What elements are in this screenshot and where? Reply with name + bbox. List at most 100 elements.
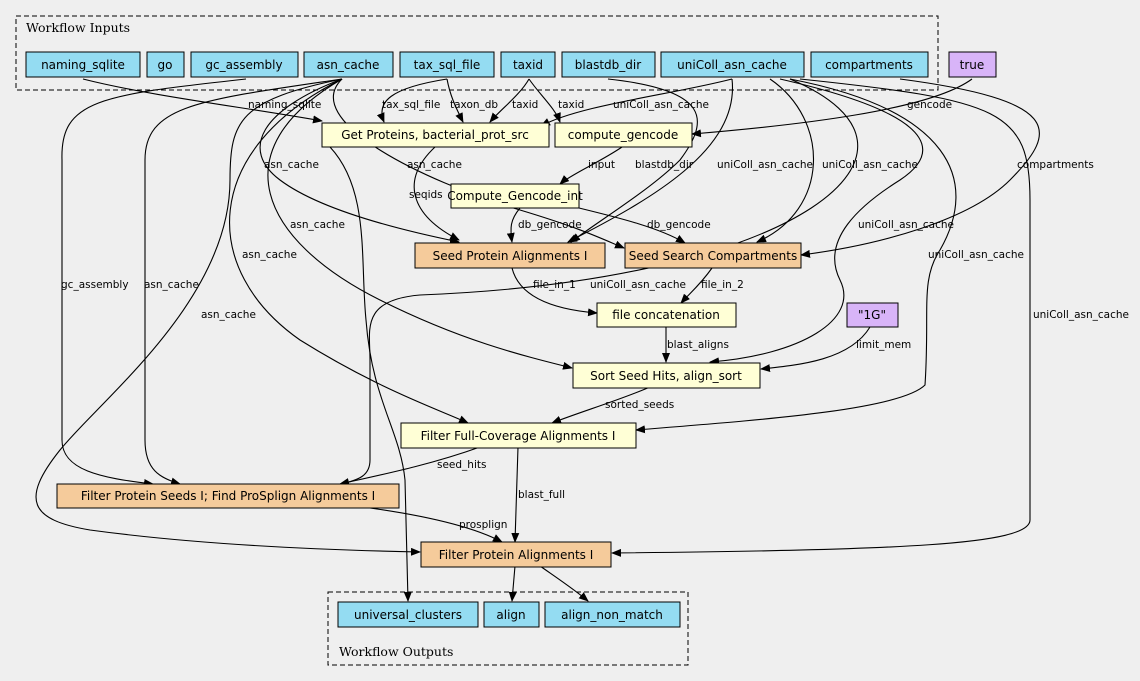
edge-db-gencode-sp (506, 207, 521, 243)
node-compartments-label: compartments (825, 58, 913, 72)
label-unicoll-ff: uniColl_asn_cache (928, 249, 1024, 261)
label-compartments: compartments (1017, 159, 1094, 171)
node-file-concatenation[interactable]: file concatenation (596, 302, 737, 328)
edge-limit-mem (760, 326, 871, 373)
node-tax-sql-file-label: tax_sql_file (414, 58, 481, 72)
label-asn-cache-sc: asn_cache (407, 159, 462, 171)
node-taxid[interactable]: taxid (500, 51, 556, 78)
node-mem-constant-label: "1G" (858, 308, 886, 322)
label-tax-sql-file: tax_sql_file (382, 99, 440, 111)
label-unicoll-sp: uniColl_asn_cache (717, 159, 813, 171)
workflow-inputs-cluster: Workflow Inputs (15, 15, 939, 91)
node-tax-sql-file[interactable]: tax_sql_file (399, 51, 495, 78)
edge-gencode (691, 78, 973, 138)
label-asn-cache-ff: asn_cache (242, 249, 297, 261)
node-unicoll-asn-cache-label: uniColl_asn_cache (677, 58, 787, 72)
node-taxid-label: taxid (513, 58, 543, 72)
node-compute-gencode-int[interactable]: Compute_Gencode_int (447, 183, 583, 209)
edge-file-in-2 (680, 267, 713, 304)
node-file-concatenation-label: file concatenation (612, 308, 720, 322)
edge-unicoll-sp (567, 78, 733, 243)
node-sort-seed-hits-label: Sort Seed Hits, align_sort (590, 369, 742, 383)
node-seed-protein-alignments-label: Seed Protein Alignments I (433, 249, 588, 263)
label-file-in-1: file_in_1 (533, 279, 576, 291)
node-get-proteins[interactable]: Get Proteins, bacterial_prot_src (321, 122, 550, 148)
workflow-outputs-label: Workflow Outputs (339, 644, 453, 659)
edge-input (559, 146, 623, 185)
edge-labels: naming_sqlite tax_sql_file taxon_db taxi… (61, 99, 1129, 531)
label-taxon-db: taxon_db (450, 99, 498, 111)
label-file-in-2: file_in_2 (701, 279, 744, 291)
node-filter-full-coverage-label: Filter Full-Coverage Alignments I (421, 429, 616, 443)
node-naming-sqlite-label: naming_sqlite (41, 58, 125, 72)
label-gencode: gencode (907, 99, 952, 111)
label-input: input (588, 159, 615, 171)
node-universal-clusters[interactable]: universal_clusters (337, 601, 479, 628)
edge-unicoll-sort (709, 78, 924, 366)
node-true-constant-label: true (960, 58, 985, 72)
node-naming-sqlite[interactable]: naming_sqlite (25, 51, 141, 78)
node-compartments[interactable]: compartments (810, 51, 929, 78)
node-asn-cache-label: asn_cache (317, 58, 380, 72)
node-seed-search-compartments[interactable]: Seed Search Compartments (624, 242, 802, 269)
label-asn-cache-sp: asn_cache (264, 159, 319, 171)
edge-db-gencode-sc (578, 207, 686, 244)
edge-taxid-gp (489, 78, 530, 123)
label-asn-cache-fp: asn_cache (201, 309, 256, 321)
node-seed-protein-alignments[interactable]: Seed Protein Alignments I (414, 242, 606, 269)
label-sorted-seeds: sorted_seeds (605, 399, 674, 411)
label-db-gencode-sp: db_gencode (518, 219, 582, 231)
workflow-outputs-cluster: Workflow Outputs (327, 591, 689, 666)
edge-asn-cache-ff (229, 78, 469, 424)
node-sort-seed-hits[interactable]: Sort Seed Hits, align_sort (572, 362, 761, 389)
node-blastdb-dir-label: blastdb_dir (575, 58, 641, 72)
label-unicoll-sc: uniColl_asn_cache (822, 159, 918, 171)
node-asn-cache[interactable]: asn_cache (303, 51, 394, 78)
edge-unicoll-gp (540, 78, 733, 127)
edge-asn-cache-fp (35, 78, 421, 556)
edge-align-non-match (539, 565, 589, 602)
workflow-inputs-label: Workflow Inputs (26, 20, 130, 35)
node-seed-search-compartments-label: Seed Search Compartments (629, 249, 798, 263)
label-prosplign: prosplign (459, 519, 507, 531)
label-gc-assembly: gc_assembly (61, 279, 129, 291)
edge-unicoll-fs (339, 78, 859, 487)
node-true-constant[interactable]: true (948, 51, 997, 78)
node-unicoll-asn-cache[interactable]: uniColl_asn_cache (660, 51, 805, 78)
node-compute-gencode[interactable]: compute_gencode (554, 122, 693, 148)
label-seed-hits: seed_hits (437, 459, 486, 471)
edge-unicoll-fp (611, 78, 1031, 557)
edge-gc-assembly (61, 78, 247, 487)
label-db-gencode-sc: db_gencode (647, 219, 711, 231)
edge-seed-hits (339, 446, 481, 486)
edge-file-in-1 (511, 267, 598, 317)
node-compute-gencode-label: compute_gencode (568, 128, 678, 142)
edge-universal-clusters (329, 146, 412, 602)
edge-asn-cache-sp (259, 78, 460, 245)
label-naming-sqlite: naming_sqlite (248, 99, 321, 111)
edge-align (508, 565, 517, 602)
node-align-non-match-label: align_non_match (561, 608, 663, 622)
node-filter-protein-seeds[interactable]: Filter Protein Seeds I; Find ProSplign A… (56, 483, 400, 509)
label-unicoll-fp: uniColl_asn_cache (1033, 309, 1129, 321)
node-gc-assembly-label: gc_assembly (205, 58, 282, 72)
node-align-non-match[interactable]: align_non_match (544, 601, 681, 628)
edge-sorted-seeds (551, 386, 651, 424)
edge-prosplign (369, 507, 503, 543)
label-taxid-a: taxid (512, 99, 538, 111)
label-unicoll-gp: uniColl_asn_cache (613, 99, 709, 111)
node-filter-protein-seeds-label: Filter Protein Seeds I; Find ProSplign A… (81, 489, 375, 503)
node-filter-protein-alignments[interactable]: Filter Protein Alignments I (420, 541, 612, 568)
node-gc-assembly[interactable]: gc_assembly (190, 51, 299, 78)
node-filter-full-coverage[interactable]: Filter Full-Coverage Alignments I (400, 422, 637, 449)
node-align[interactable]: align (483, 601, 540, 628)
node-go[interactable]: go (146, 51, 185, 78)
edge-blastdb-dir (570, 78, 698, 243)
node-get-proteins-label: Get Proteins, bacterial_prot_src (341, 128, 529, 142)
node-mem-constant[interactable]: "1G" (846, 302, 899, 328)
edge-unicoll-ff (635, 78, 957, 434)
label-unicoll-sort: uniColl_asn_cache (858, 219, 954, 231)
node-blastdb-dir[interactable]: blastdb_dir (561, 51, 656, 78)
edge-tax-sql-file (376, 78, 448, 123)
